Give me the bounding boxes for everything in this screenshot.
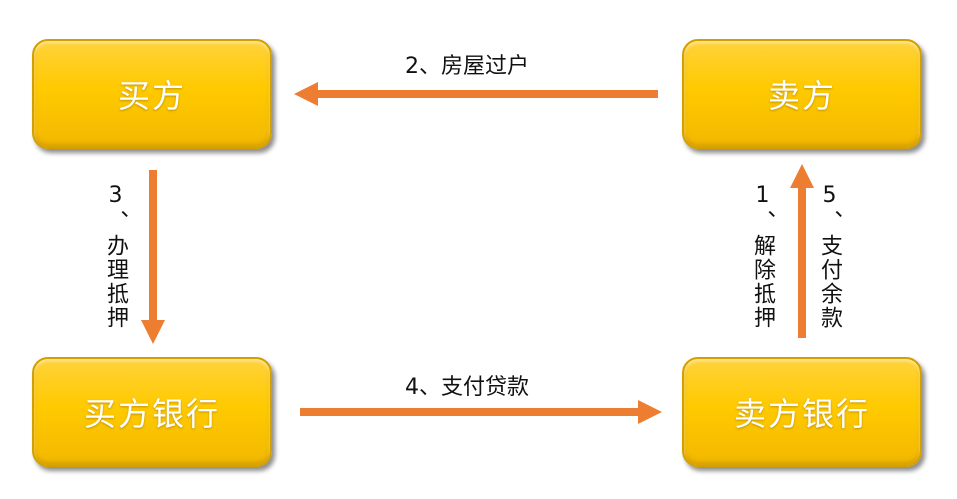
step-5-label: 5、支付余款 [817,183,842,330]
step-3-label: 3、办理抵押 [103,183,128,330]
buyer-bank-node: 买方银行 [32,357,272,467]
buyer-node: 买方 [32,39,272,149]
seller-node: 卖方 [682,39,922,149]
seller-bank-node: 卖方银行 [682,357,922,467]
step-2-label: 2、房屋过户 [405,54,529,79]
step-4-label: 4、支付贷款 [405,375,529,400]
step-1-label: 1、解除抵押 [750,183,775,330]
